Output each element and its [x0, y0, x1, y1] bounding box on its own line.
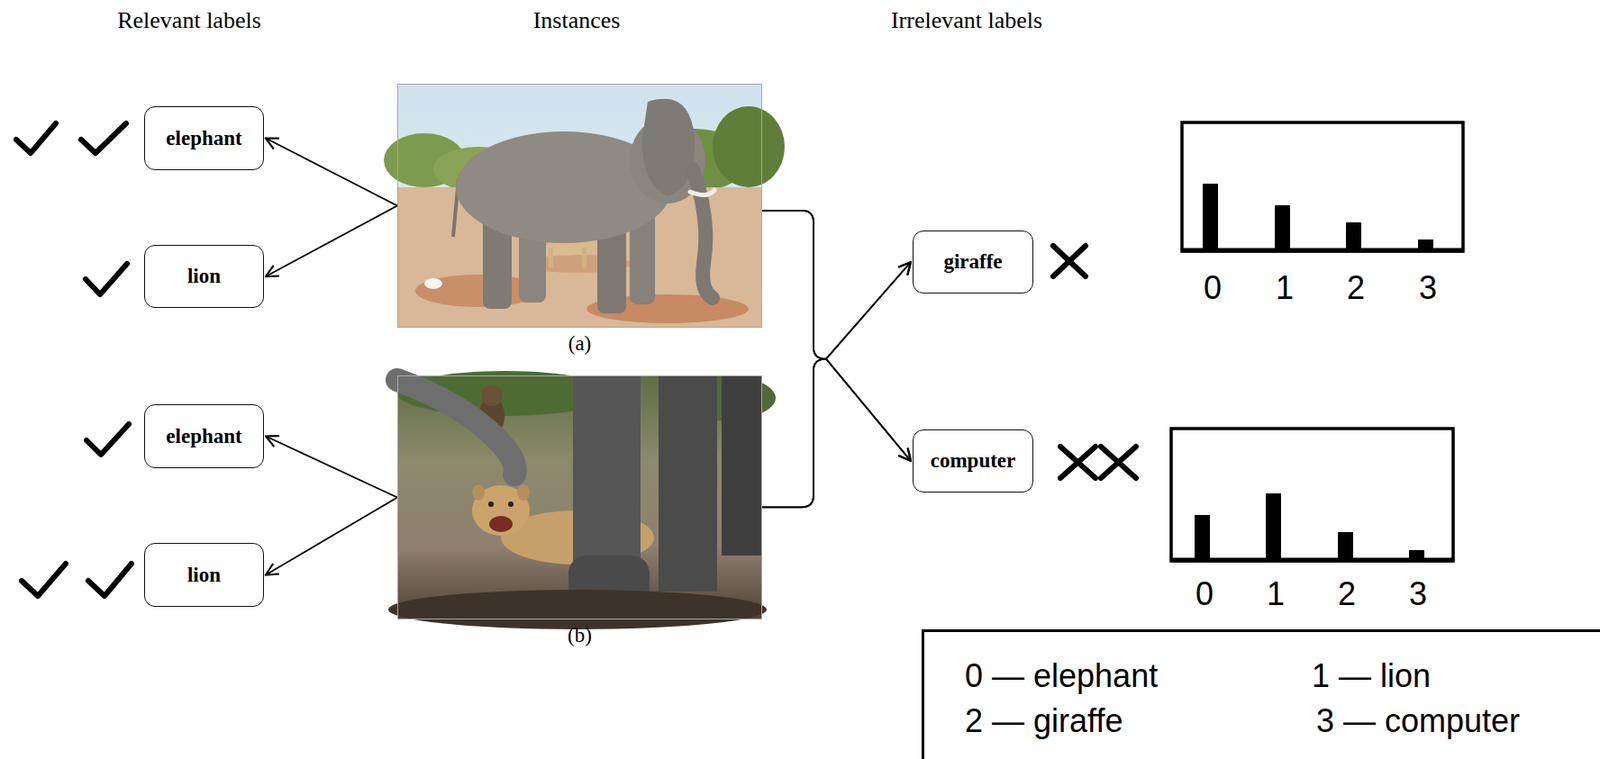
photo-b-part — [489, 516, 513, 533]
bar-chart-part — [1181, 122, 1464, 252]
photo-b-part — [397, 380, 516, 475]
axis-tick: 2 — [1346, 269, 1365, 308]
axis-tick: 0 — [1203, 269, 1222, 308]
label-text: giraffe — [943, 250, 1002, 274]
cross-mark-part — [1100, 446, 1137, 479]
label-text: elephant — [165, 425, 242, 449]
photo-a-part — [642, 99, 695, 197]
bar-chart-part — [1202, 183, 1219, 252]
check-mark-part — [81, 123, 127, 154]
photo-b-part — [472, 484, 485, 501]
photo-a-part — [581, 247, 587, 268]
arrow-connector — [265, 498, 398, 576]
cross-mark-part — [1053, 245, 1086, 277]
label-box: lion — [144, 543, 264, 608]
bar-chart-part — [1194, 515, 1210, 562]
check-mark-part — [21, 563, 66, 597]
label-text: elephant — [165, 127, 242, 151]
label-box: elephant — [144, 106, 264, 171]
bar-chart-part — [1171, 428, 1454, 562]
label-text: lion — [187, 264, 221, 289]
photo-b — [388, 371, 776, 630]
bar-chart — [1171, 428, 1454, 562]
cross-mark-part — [1100, 446, 1137, 479]
bar-chart — [1181, 122, 1464, 252]
photo-frame: (a) — [397, 83, 763, 328]
bar-chart-part — [1181, 248, 1464, 254]
label-box: lion — [144, 245, 264, 309]
photo-b-part — [488, 501, 494, 508]
column-heading: Irrelevant labels — [890, 7, 1043, 35]
photo-a-part — [424, 278, 443, 290]
arrow-connector — [265, 206, 398, 278]
axis-tick: 3 — [1418, 269, 1437, 308]
arrow-connector — [265, 436, 398, 499]
photo-caption: (b) — [567, 624, 592, 648]
photo-b-part — [388, 590, 767, 630]
column-heading: Instances — [533, 7, 621, 35]
photo-a-part — [397, 83, 763, 328]
bar-chart-part — [1274, 205, 1291, 252]
axis-tick: 2 — [1337, 575, 1356, 614]
arrow-connector — [762, 262, 911, 508]
legend-box: 0 — elephant 1 — lion 2 — giraffe 3 — compu… — [921, 629, 1600, 759]
photo-b-part — [517, 484, 530, 501]
arrow-connector — [762, 210, 911, 360]
photo-frame: (b) — [397, 375, 763, 620]
bar-chart-part — [1337, 532, 1354, 562]
cross-mark — [1053, 245, 1137, 479]
photo-b-part — [721, 375, 763, 556]
cross-mark-part — [1053, 245, 1086, 277]
legend-entry: 1 — lion — [1311, 657, 1431, 696]
check-mark-part — [88, 563, 132, 597]
arrow-connector — [762, 359, 911, 509]
photo-b-part — [472, 485, 530, 537]
legend-entry: 3 — computer — [1316, 702, 1520, 741]
check-mark-part — [16, 123, 56, 154]
arrow-connector — [265, 138, 398, 207]
photo-a-part — [712, 106, 785, 188]
column-heading: Relevant labels — [117, 7, 262, 35]
photo-b-part — [508, 501, 514, 508]
photo-a-part — [548, 247, 554, 268]
legend-entry: 0 — elephant — [964, 657, 1158, 696]
check-mark-part — [85, 263, 128, 295]
photo-a-part — [692, 169, 713, 299]
photo-b-part — [481, 384, 503, 407]
legend-entry: 2 — giraffe — [964, 702, 1123, 741]
photo-caption: (a) — [568, 332, 592, 356]
photo-b-part — [658, 375, 718, 592]
cross-mark-part — [1060, 446, 1096, 479]
check-mark-part — [86, 424, 129, 455]
photo-a-part — [690, 190, 715, 196]
bar-chart-part — [1345, 222, 1362, 252]
axis-tick: 1 — [1266, 575, 1285, 614]
axis-tick: 3 — [1409, 575, 1428, 614]
label-box: computer — [912, 429, 1034, 493]
axis-tick: 1 — [1275, 269, 1294, 308]
label-box: giraffe — [912, 230, 1034, 294]
check-mark — [16, 123, 132, 597]
photo-b-part — [397, 375, 763, 620]
label-text: lion — [187, 563, 221, 588]
axis-tick: 0 — [1195, 575, 1214, 614]
arrow-connector — [762, 210, 911, 462]
photo-a — [383, 83, 785, 328]
cross-mark-part — [1060, 446, 1096, 479]
bar-chart-part — [1171, 558, 1454, 564]
bar-chart-part — [1265, 493, 1282, 562]
label-box: elephant — [144, 404, 264, 469]
label-text: computer — [930, 449, 1017, 473]
